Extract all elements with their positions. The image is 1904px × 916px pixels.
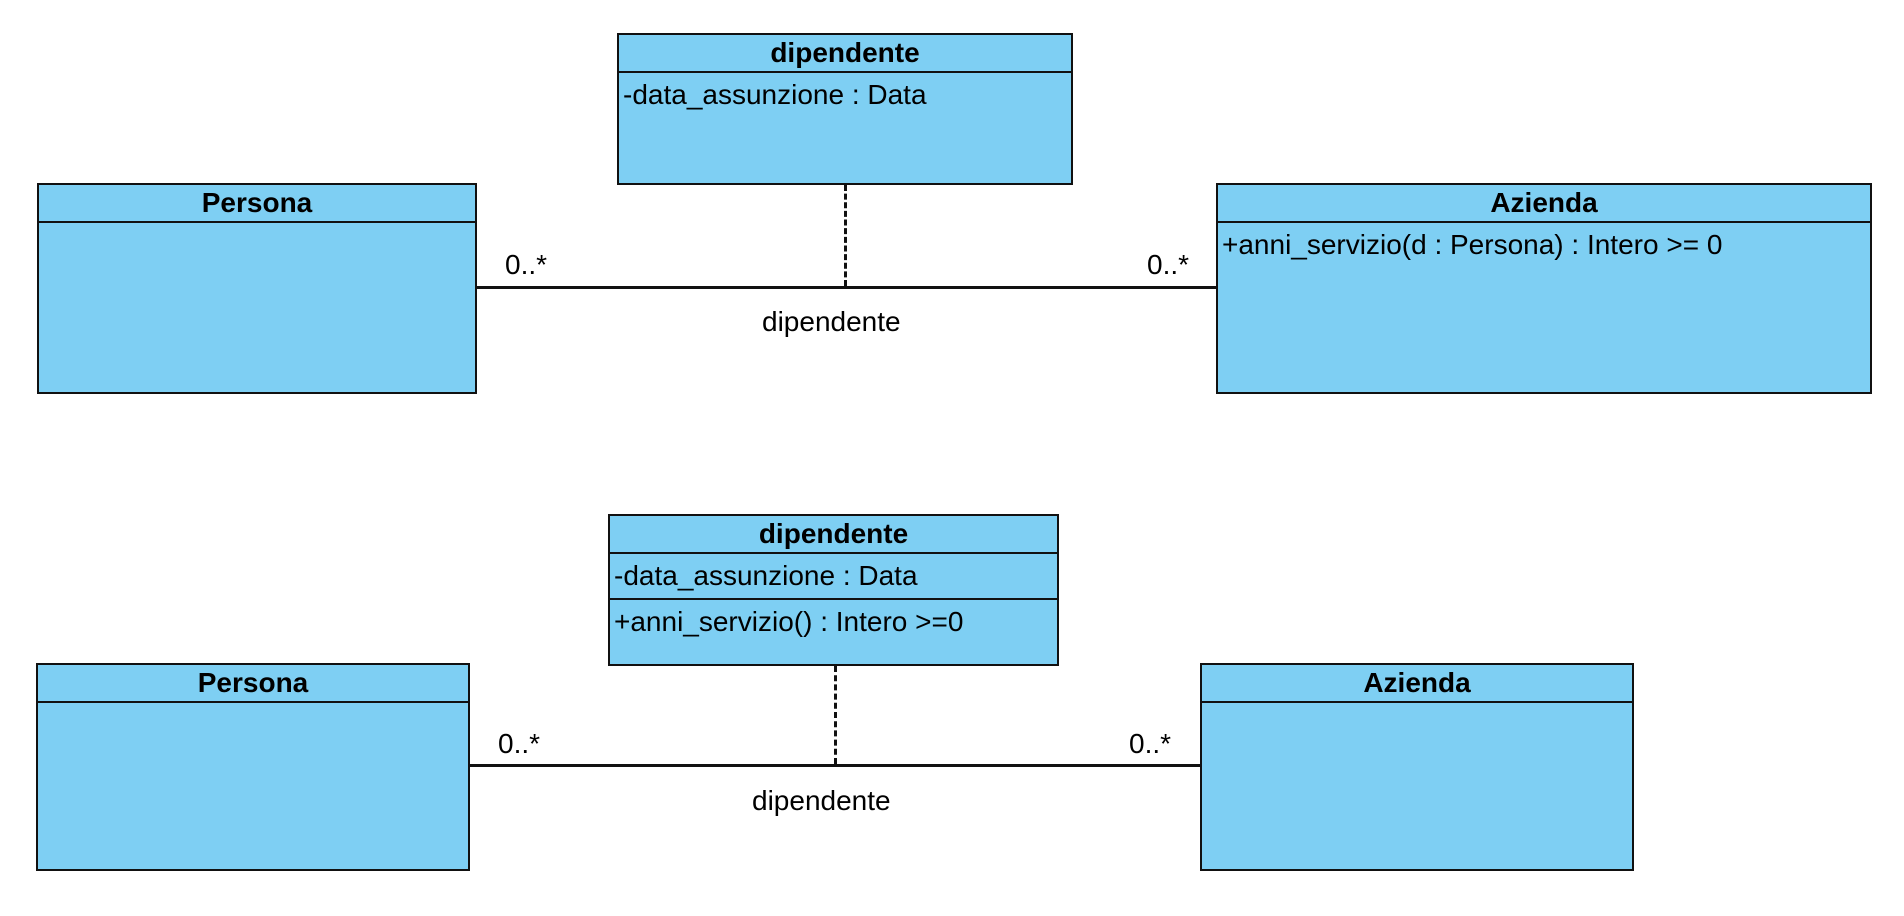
class-name: Persona — [39, 185, 475, 223]
left-multiplicity: 0..* — [498, 728, 541, 759]
class-persona[interactable]: Persona — [36, 663, 470, 871]
class-name: dipendente — [610, 516, 1057, 554]
class-name: Azienda — [1202, 665, 1632, 703]
attribute: -data_assunzione : Data — [623, 79, 927, 110]
class-name: Azienda — [1218, 185, 1870, 223]
association-class-connector — [834, 666, 837, 764]
class-name: Persona — [38, 665, 468, 703]
attribute: -data_assunzione : Data — [610, 554, 1057, 600]
association-line[interactable] — [470, 764, 1200, 767]
left-multiplicity: 0..* — [505, 249, 548, 280]
association-label: dipendente — [762, 306, 901, 337]
operation: +anni_servizio() : Intero >=0 — [614, 606, 964, 637]
class-azienda[interactable]: Azienda — [1200, 663, 1634, 871]
operation: +anni_servizio(d : Persona) : Intero >= … — [1222, 229, 1723, 260]
class-persona[interactable]: Persona — [37, 183, 477, 394]
association-class-dipendente[interactable]: dipendente -data_assunzione : Data — [617, 33, 1073, 185]
association-class-connector — [844, 185, 847, 286]
association-label: dipendente — [752, 785, 891, 816]
class-azienda[interactable]: Azienda +anni_servizio(d : Persona) : In… — [1216, 183, 1872, 394]
association-class-dipendente[interactable]: dipendente -data_assunzione : Data +anni… — [608, 514, 1059, 666]
association-line[interactable] — [477, 286, 1216, 289]
right-multiplicity: 0..* — [1147, 249, 1190, 280]
right-multiplicity: 0..* — [1129, 728, 1172, 759]
class-name: dipendente — [619, 35, 1071, 73]
